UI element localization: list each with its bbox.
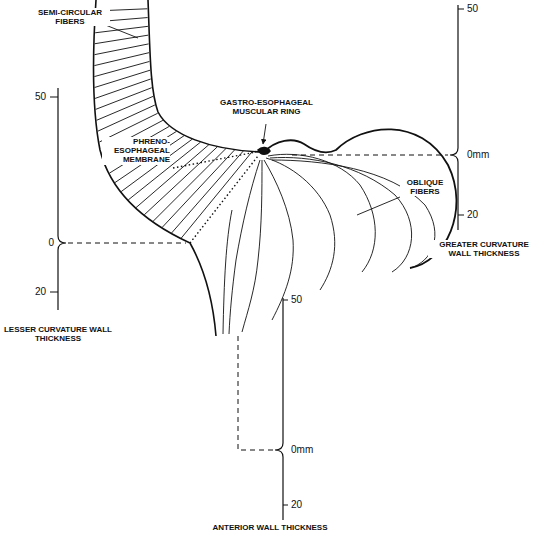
reference-line [68,155,448,450]
scale-number: 0mm [467,149,497,161]
scale-title: GREATER CURVATURE WALL THICKNESS [428,240,540,258]
scale-number: 50 [26,91,46,103]
semi-circular-fiber [96,88,152,110]
semi-circular-fiber [95,79,151,98]
scale-number: 50 [467,3,491,15]
semi-circular-fiber [94,61,149,76]
semi-circular-fiber [97,96,153,120]
semi-circular-fiber [162,150,235,228]
scale-number: 0mm [291,444,321,456]
lesser-curvature-wall [190,243,216,336]
semi-circular-fiber [171,151,243,233]
gastroesophageal-ring [258,147,270,154]
anatomy-label: PHRENO-ESOPHAGEAL MEMBRANE [102,137,170,165]
esophagus-left-wall [93,0,190,243]
semi-circular-fiber [181,152,252,239]
scale-number: 20 [467,209,491,221]
wall-thickness-scale [50,5,464,520]
anatomy-label: SEMI-CIRCULAR FIBERS [30,8,110,26]
semi-circular-fiber [95,35,148,44]
anatomy-label: OBLIQUE FIBERS [400,178,450,196]
scale-number: 50 [291,294,315,306]
semi-circular-fiber [98,105,155,131]
scale-number: 20 [26,286,46,298]
semi-circular-fiber [95,70,150,87]
scale-title: ANTERIOR WALL THICKNESS [150,523,390,532]
semi-circular-fiber [95,26,148,32]
scale-title: LESSER CURVATURE WALL THICKNESS [2,325,114,343]
semi-circular-fiber [95,44,149,55]
phrenoesophageal-membrane [173,152,258,243]
anatomy-label: GASTRO-ESOPHAGEAL MUSCULAR RING [214,98,319,116]
scale-number: 0 [36,237,54,249]
scale-number: 20 [291,499,315,511]
semi-circular-fibers [94,9,252,238]
